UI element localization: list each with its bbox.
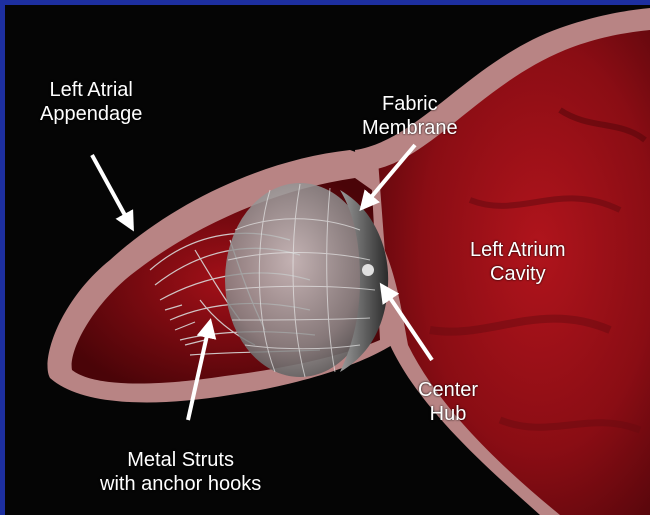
label-line: Center: [418, 378, 478, 402]
label-left-atrial-appendage: Left Atrial Appendage: [40, 78, 142, 126]
label-left-atrium-cavity: Left Atrium Cavity: [470, 238, 566, 286]
frame-border-left: [0, 0, 5, 515]
label-line: Hub: [418, 402, 478, 426]
label-line: Fabric: [362, 92, 458, 116]
label-line: Appendage: [40, 102, 142, 126]
appendage-arrow: [92, 155, 132, 228]
label-line: Metal Struts: [100, 448, 261, 472]
center-hub: [362, 264, 374, 276]
label-line: Cavity: [470, 262, 566, 286]
frame-border-top: [0, 0, 650, 5]
label-fabric-membrane: Fabric Membrane: [362, 92, 458, 140]
label-line: with anchor hooks: [100, 472, 261, 496]
label-center-hub: Center Hub: [418, 378, 478, 426]
label-line: Left Atrium: [470, 238, 566, 262]
label-line: Left Atrial: [40, 78, 142, 102]
label-metal-struts: Metal Struts with anchor hooks: [100, 448, 261, 496]
label-line: Membrane: [362, 116, 458, 140]
